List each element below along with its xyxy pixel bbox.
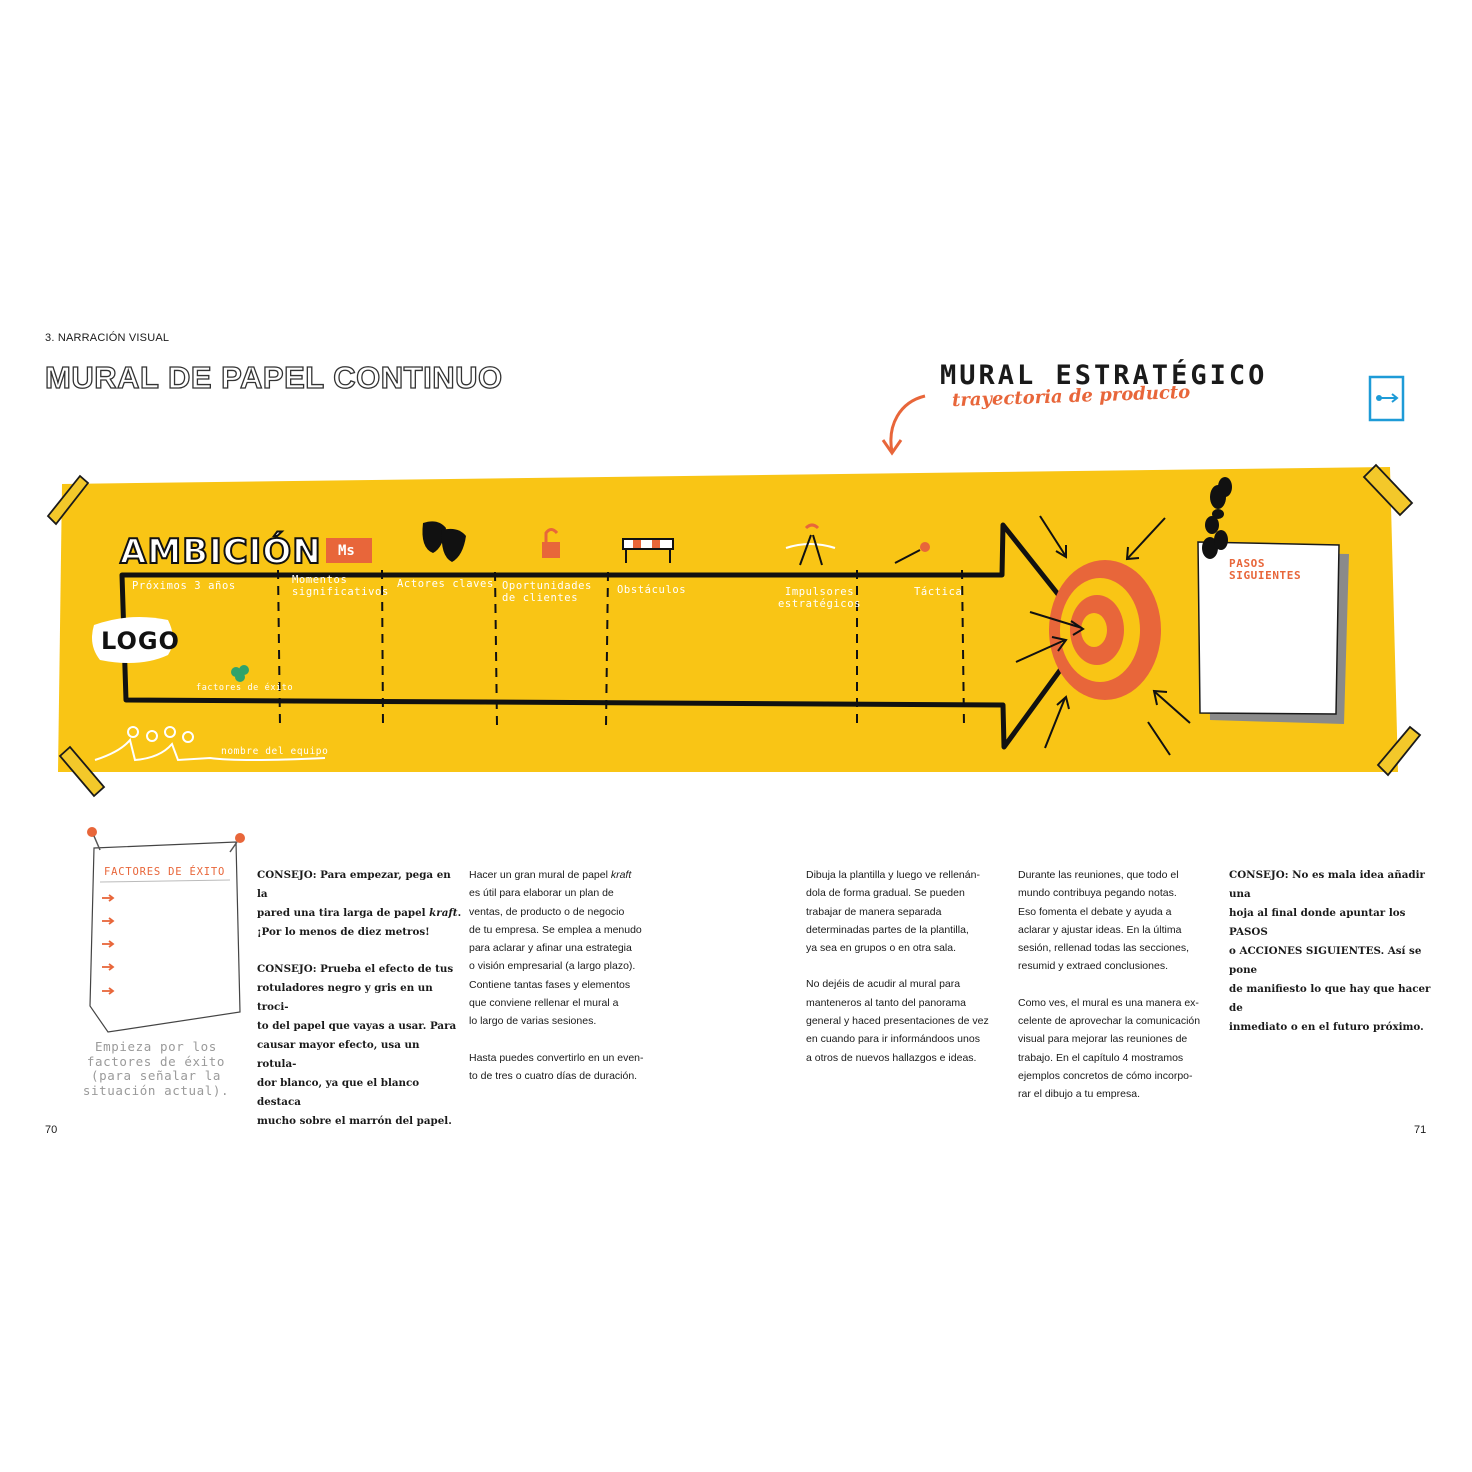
road-icon [785,523,836,566]
timeline-arrow [119,522,1091,750]
theater-masks-icon [422,521,466,562]
clover-icon [231,665,249,682]
page-title: MURAL DE PAPEL CONTINUO [44,359,503,395]
col-label-obstacles: Obstáculos [617,584,687,596]
next-steps-sheet [1197,541,1340,715]
team-name-label: nombre del equipo [221,746,329,757]
kraft-paper [58,467,1398,772]
text-column-4: Durante las reuniones, que todo el mundo… [1018,866,1218,1122]
team-icon [94,726,326,762]
barrier-icon [622,538,674,563]
body-paragraph: No dejéis de acudir al mural para manten… [806,978,989,1064]
tip-paragraph-1: CONSEJO: Para empezar, pega en la pared … [257,869,462,938]
tip-column-1: CONSEJO: Para empezar, pega en la pared … [257,866,462,1149]
tip-paragraph-2: CONSEJO: Prueba el efecto de tus rotulad… [257,963,457,1127]
success-factors-small: factores de éxito [196,683,294,693]
footprints-icon [1202,477,1232,559]
arrows-icon [1015,515,1191,756]
exit-icon[interactable] [1366,374,1408,426]
mural-illustration [46,463,1422,798]
mural-title: MURAL ESTRATÉGICO [940,360,1268,391]
ms-badge: Ms [338,543,355,559]
tactic-target-icon [894,542,930,564]
col-label-actors: Actores claves [397,578,494,590]
ms-badge-bg [326,538,372,563]
page-number-right: 71 [1414,1124,1427,1136]
tape-pieces [46,463,1422,798]
bullet-arrows-icon [102,894,115,995]
logo-label: LOGO [101,627,180,655]
pin-icon [87,827,245,853]
text-column-2: Hacer un gran mural de papel kraft es út… [469,866,669,1103]
body-paragraph: Hacer un gran mural de papel kraft es út… [469,869,642,1028]
tip-paragraph-3: CONSEJO: No es mala idea añadir una hoja… [1229,869,1431,1033]
logo-blob [92,616,173,664]
section-label: 3. NARRACIÓN VISUAL [45,332,170,344]
pointer-arrow-icon [881,394,926,456]
body-paragraph: Dibuja la plantilla y luego ve rellenán-… [806,869,980,955]
padlock-icon [542,528,560,558]
tip-column-2: CONSEJO: No es mala idea añadir una hoja… [1229,866,1444,1055]
body-paragraph: Durante las reuniones, que todo el mundo… [1018,869,1190,973]
col-label-tactic: Táctica [914,586,963,598]
note-title: FACTORES DE ÉXITO [104,866,226,878]
success-factors-note [87,827,245,1033]
col-label-future: Próximos 3 años [132,580,236,592]
body-paragraph: Como ves, el mural es una manera ex- cel… [1018,996,1201,1101]
page-number-left: 70 [45,1124,58,1136]
target-icon [1049,560,1161,700]
column-dividers [277,569,965,727]
text-column-3: Dibuja la plantilla y luego ve rellenán-… [806,866,1006,1085]
ambition-label: AMBICIÓN [119,531,322,573]
body-paragraph: Hasta puedes convertirlo en un even- to … [469,1051,644,1082]
